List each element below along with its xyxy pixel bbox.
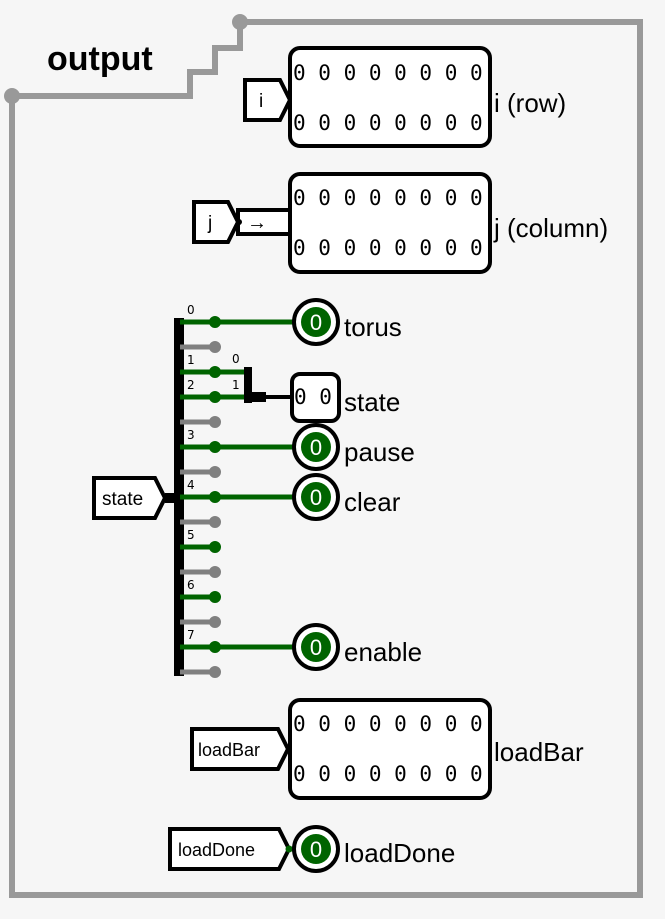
- i-input-label: i: [259, 91, 263, 112]
- torus-label: torus: [344, 312, 402, 342]
- torus-led: 0: [292, 298, 340, 346]
- torus-led-value: 0: [310, 310, 322, 335]
- pause-led: 0: [292, 423, 340, 471]
- bit-label-0: 0: [187, 303, 195, 317]
- bit-label-5: 5: [187, 528, 195, 542]
- state-input-label: state: [102, 489, 143, 510]
- j-register-row-1: 0 0 0 0 0 0 0 0: [293, 236, 483, 260]
- bit-label-4: 4: [187, 478, 195, 492]
- bit-label-7: 7: [187, 628, 195, 642]
- loadDone-input-label: loadDone: [178, 840, 255, 860]
- j-input-pin[interactable]: [192, 200, 241, 244]
- state-input-pin[interactable]: [92, 476, 168, 520]
- enable-led-value: 0: [310, 635, 322, 660]
- j-register-row-0: 0 0 0 0 0 0 0 0: [293, 186, 483, 210]
- j-register: [288, 172, 492, 274]
- port-dot-left: [4, 88, 20, 104]
- i-register-row-1: 0 0 0 0 0 0 0 0: [293, 111, 483, 135]
- enable-label: enable: [344, 637, 422, 667]
- title-tab: [12, 22, 243, 99]
- clear-label: clear: [344, 487, 401, 517]
- enable-led: 0: [292, 623, 340, 671]
- clear-led: 0: [292, 473, 340, 521]
- j-input-label: j: [207, 213, 212, 234]
- i-register: [288, 46, 492, 148]
- loadBar-register-row-1: 0 0 0 0 0 0 0 0: [293, 762, 483, 786]
- splitter-bit-wires: [180, 316, 298, 653]
- loadBar-register-row-0: 0 0 0 0 0 0 0 0: [293, 712, 483, 736]
- loadDone-led-value: 0: [310, 837, 322, 862]
- i-register-row-0: 0 0 0 0 0 0 0 0: [293, 61, 483, 85]
- loadDone-wire-dot: [285, 845, 293, 853]
- loadDone-input-pin[interactable]: [168, 827, 292, 871]
- state-register-value: 0 0: [294, 385, 332, 409]
- j-register-label: j (column): [493, 213, 608, 243]
- splitter-bus: [174, 318, 184, 676]
- circuit-title: output: [47, 40, 153, 78]
- port-dot-topright: [232, 14, 248, 30]
- bit-label-1: 1: [187, 353, 195, 367]
- loadBar-input-pin[interactable]: [190, 727, 291, 771]
- circuit-border: [9, 19, 643, 898]
- state-combiner: [244, 367, 252, 403]
- state-combiner-foot: [244, 392, 266, 402]
- loadBar-register: [288, 698, 492, 800]
- i-input-pin[interactable]: [243, 78, 293, 122]
- pause-label: pause: [344, 437, 415, 467]
- state-register: [290, 372, 341, 423]
- bit-label-6: 6: [187, 578, 195, 592]
- pause-led-value: 0: [310, 435, 322, 460]
- loadBar-input-label: loadBar: [198, 740, 260, 760]
- combiner-label-0: 0: [232, 352, 240, 366]
- j-converter-arrow: →: [247, 212, 267, 234]
- i-register-label: i (row): [494, 88, 566, 118]
- loadDone-led: 0: [292, 825, 340, 873]
- j-connector-dot: [236, 219, 242, 225]
- loadBar-register-label: loadBar: [494, 737, 584, 767]
- clear-led-value: 0: [310, 485, 322, 510]
- state-label: state: [344, 387, 400, 417]
- bit-label-2: 2: [187, 378, 195, 392]
- combiner-label-1: 1: [232, 378, 240, 392]
- loadDone-label: loadDone: [344, 838, 455, 868]
- splitter-unused-stubs: [180, 341, 221, 678]
- bit-label-3: 3: [187, 428, 195, 442]
